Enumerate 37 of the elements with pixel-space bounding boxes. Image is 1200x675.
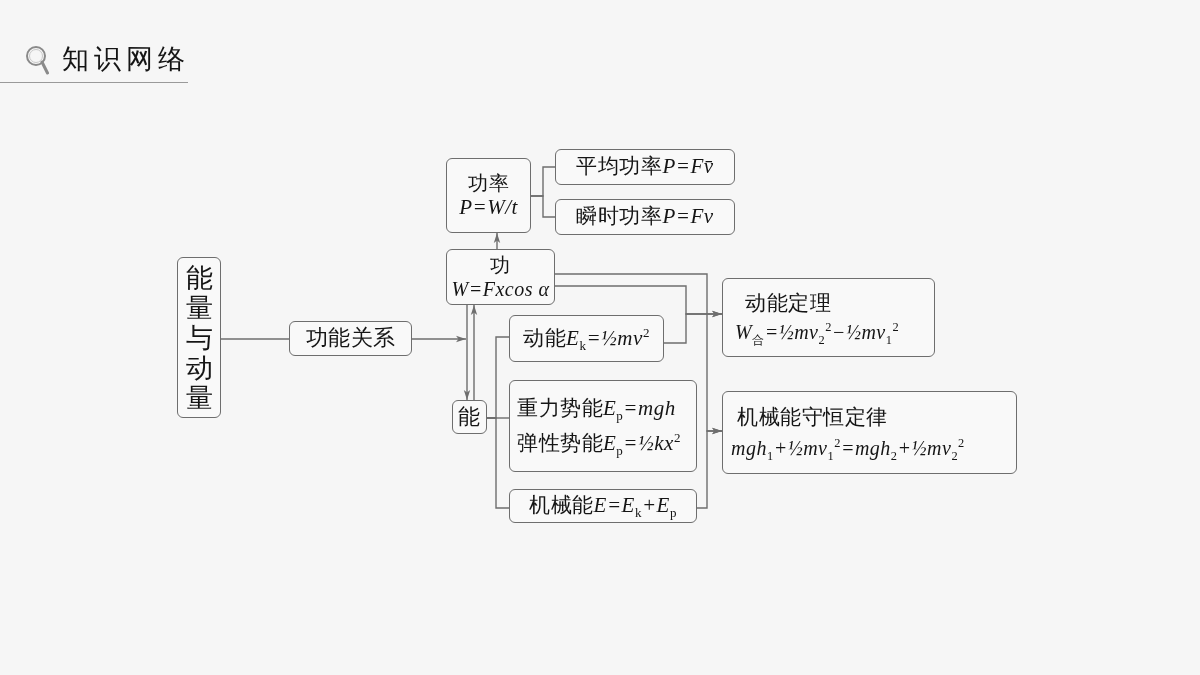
concept-box xyxy=(509,489,697,523)
concept-box xyxy=(555,199,735,235)
arrow xyxy=(463,304,471,401)
heading: 功 xyxy=(490,253,511,277)
heading: 动能定理 xyxy=(744,290,831,317)
concept-box xyxy=(446,158,531,233)
arrow xyxy=(411,335,467,343)
connector-line xyxy=(220,338,290,340)
formula-text: 动能E$_{k}$=½mv$^{2}$ xyxy=(523,325,650,352)
heading: 机械能守恒定律 xyxy=(736,404,888,431)
concept-box xyxy=(446,249,555,305)
concept-box xyxy=(509,315,664,362)
connector-line xyxy=(486,417,510,509)
connector-line xyxy=(530,195,556,218)
formula-text: 机械能E=E$_{k}$+E$_{p}$ xyxy=(529,493,677,519)
title: 知识网络 xyxy=(62,42,190,76)
formula-text: 弹性势能E$_{p}$=½kx$^{2}$ xyxy=(516,431,681,457)
formula-text: 重力势能E$_{p}$=mgh xyxy=(516,395,676,421)
topic-label: 能量与动量 xyxy=(184,262,214,413)
arrow xyxy=(493,232,501,250)
formula-text: W=Fxcos α xyxy=(451,277,550,301)
heading: 功率 xyxy=(468,170,509,195)
concept-box xyxy=(509,380,697,472)
concept-box xyxy=(722,278,935,357)
arrow xyxy=(470,304,478,401)
arrow xyxy=(663,310,723,344)
concept-label: 能 xyxy=(458,403,481,431)
concept-box xyxy=(452,400,487,434)
concept-box xyxy=(722,391,1017,474)
concept-label: 功能关系 xyxy=(305,325,396,352)
formula-text: 平均功率P=Fv̄ xyxy=(576,154,714,180)
concept-box xyxy=(177,257,221,418)
formula-text: P=W/t xyxy=(459,194,518,221)
concept-box xyxy=(289,321,412,356)
concept-box xyxy=(555,149,735,185)
arrow xyxy=(696,427,723,509)
formula-text: 瞬时功率P=Fv xyxy=(576,204,714,230)
